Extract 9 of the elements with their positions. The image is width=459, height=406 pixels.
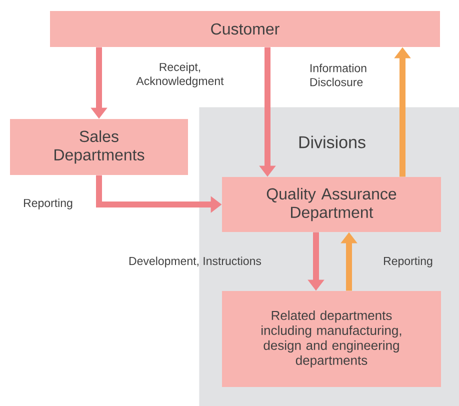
edge-label: Information Disclosure: [310, 64, 366, 86]
process-box: Quality Assurance Department: [222, 177, 441, 232]
customer-box: Customer: [50, 11, 440, 47]
edge-label: Reporting: [384, 256, 432, 268]
process-box: Sales Departments: [10, 119, 188, 175]
process-box: Related departments including manufacturing, design and engineering departments: [222, 291, 441, 387]
edge-label: Development, Instructions: [129, 256, 262, 268]
edge-label: Receipt, Acknowledgment: [136, 62, 224, 88]
edge-label: Reporting: [24, 198, 72, 210]
